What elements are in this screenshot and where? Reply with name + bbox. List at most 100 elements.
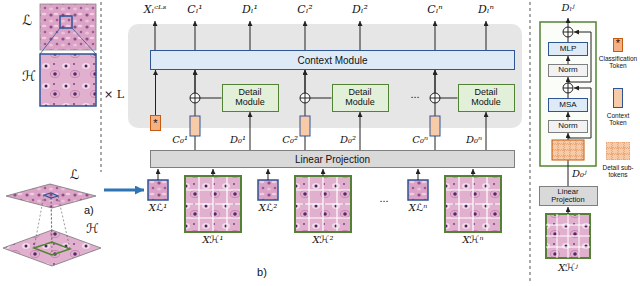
patch-images xyxy=(408,169,501,232)
token-symbol: Dₗ¹ xyxy=(242,3,258,16)
separator xyxy=(530,2,531,284)
token-symbol: Dₗⁿ xyxy=(478,3,494,16)
node-text: Linear Projection xyxy=(542,188,595,205)
token-symbol: D₀ʲ xyxy=(572,168,587,180)
node-text: Linear Projection xyxy=(295,154,370,165)
node-text: MSA xyxy=(559,101,576,110)
sum-symbol xyxy=(430,93,440,103)
background-panel xyxy=(128,24,522,128)
pyramid xyxy=(34,193,70,255)
connector-arrow xyxy=(250,112,251,150)
connector-arrow xyxy=(305,70,332,98)
token-symbol: D₀² xyxy=(340,134,356,146)
sum-symbol xyxy=(563,27,573,37)
sum-symbol xyxy=(430,93,440,103)
legend-swatch xyxy=(606,142,630,160)
connector-arrow xyxy=(435,70,436,150)
legend-text: Classification Token xyxy=(598,55,638,70)
projection-box: Linear Projection xyxy=(539,186,598,206)
context-module: Context Module xyxy=(150,50,515,70)
detail-module: Detail Module xyxy=(222,84,279,112)
sum-symbol xyxy=(190,93,200,103)
panel-label: b) xyxy=(257,266,267,279)
node-text: MLP xyxy=(560,45,576,54)
detail-module-frame xyxy=(540,18,596,258)
token-symbol: C₀¹ xyxy=(172,134,188,146)
input-symbol: Xℒⁿ xyxy=(409,202,427,214)
detail-subtokens xyxy=(552,140,584,160)
sum-symbol xyxy=(563,83,573,93)
detail-module-frame xyxy=(540,22,596,166)
connector-arrow xyxy=(486,112,487,150)
sum-symbol xyxy=(300,93,310,103)
sum-symbol xyxy=(300,93,310,103)
output-arrow xyxy=(195,21,196,50)
detail-module-frame xyxy=(546,214,590,258)
token-symbol: C₀² xyxy=(282,134,298,146)
output-arrow xyxy=(250,21,251,50)
legend-text: Context Token xyxy=(598,112,638,127)
token-symbol: Xₗᶜᴸˢ xyxy=(144,3,167,16)
token-symbol: D₀ⁿ xyxy=(466,134,482,146)
node-text: Detail Module xyxy=(336,88,385,108)
legend-swatch xyxy=(606,142,630,160)
patch-images xyxy=(213,169,214,176)
output-arrow xyxy=(155,21,156,50)
sum-symbol xyxy=(563,27,573,37)
node-text: Norm xyxy=(558,122,578,131)
ellipsis: ... xyxy=(410,88,419,101)
pyramid xyxy=(34,195,44,248)
patch-images xyxy=(185,176,241,232)
pyramid xyxy=(3,184,101,266)
sum-symbol xyxy=(190,93,200,103)
patch-images xyxy=(185,176,241,232)
connector-arrow xyxy=(155,70,156,115)
node-text: Norm xyxy=(558,66,578,75)
legend-swatch xyxy=(613,88,623,108)
output-arrow xyxy=(435,21,436,50)
connector-arrow xyxy=(360,112,361,150)
pointer-arrow xyxy=(104,189,144,192)
slide-image xyxy=(40,4,96,106)
connector-arrow xyxy=(195,70,196,150)
patch-images xyxy=(185,176,241,232)
pyramid xyxy=(44,193,58,198)
patch-images xyxy=(185,176,241,232)
token-symbol: Cₗ¹ xyxy=(187,3,203,16)
node-text: Detail Module xyxy=(226,88,275,108)
msa-box: MSA xyxy=(548,98,588,112)
input-symbol: Xℋʲ xyxy=(558,262,578,274)
connector-arrow xyxy=(195,70,222,98)
projection-bar: Linear Projection xyxy=(150,150,515,168)
scale-symbol: ℒ xyxy=(70,167,79,183)
slide-image xyxy=(40,54,96,106)
repeat-label: × L xyxy=(104,88,124,101)
class-token: * xyxy=(150,115,161,131)
detail-module: Detail Module xyxy=(458,84,515,112)
input-symbol: Xℋ¹ xyxy=(202,234,223,246)
context-token xyxy=(190,116,200,136)
input-symbol: Xℋ² xyxy=(312,234,333,246)
token-symbol: Dₗ² xyxy=(352,3,368,16)
background-panel xyxy=(128,24,522,128)
pyramid xyxy=(6,184,96,208)
output-arrow xyxy=(486,21,487,50)
separator xyxy=(101,2,530,284)
scale-symbol: ℒ xyxy=(22,12,32,29)
panel-label: a) xyxy=(84,204,94,217)
norm-box: Norm xyxy=(548,64,588,77)
sum-symbol xyxy=(563,83,573,93)
detail-module: Detail Module xyxy=(332,84,389,112)
patch-images xyxy=(148,169,241,232)
input-symbol: Xℒ² xyxy=(259,202,277,214)
token-star: * xyxy=(616,37,620,50)
scale-symbol: ℋ xyxy=(22,68,36,85)
node-text: Context Module xyxy=(297,55,367,66)
node-text: Detail Module xyxy=(462,88,511,108)
token-symbol: C₀ⁿ xyxy=(412,134,428,146)
sum-symbol xyxy=(563,83,573,93)
patch-images xyxy=(148,180,168,200)
norm-box: Norm xyxy=(548,120,588,133)
detail-subtokens xyxy=(552,140,584,160)
